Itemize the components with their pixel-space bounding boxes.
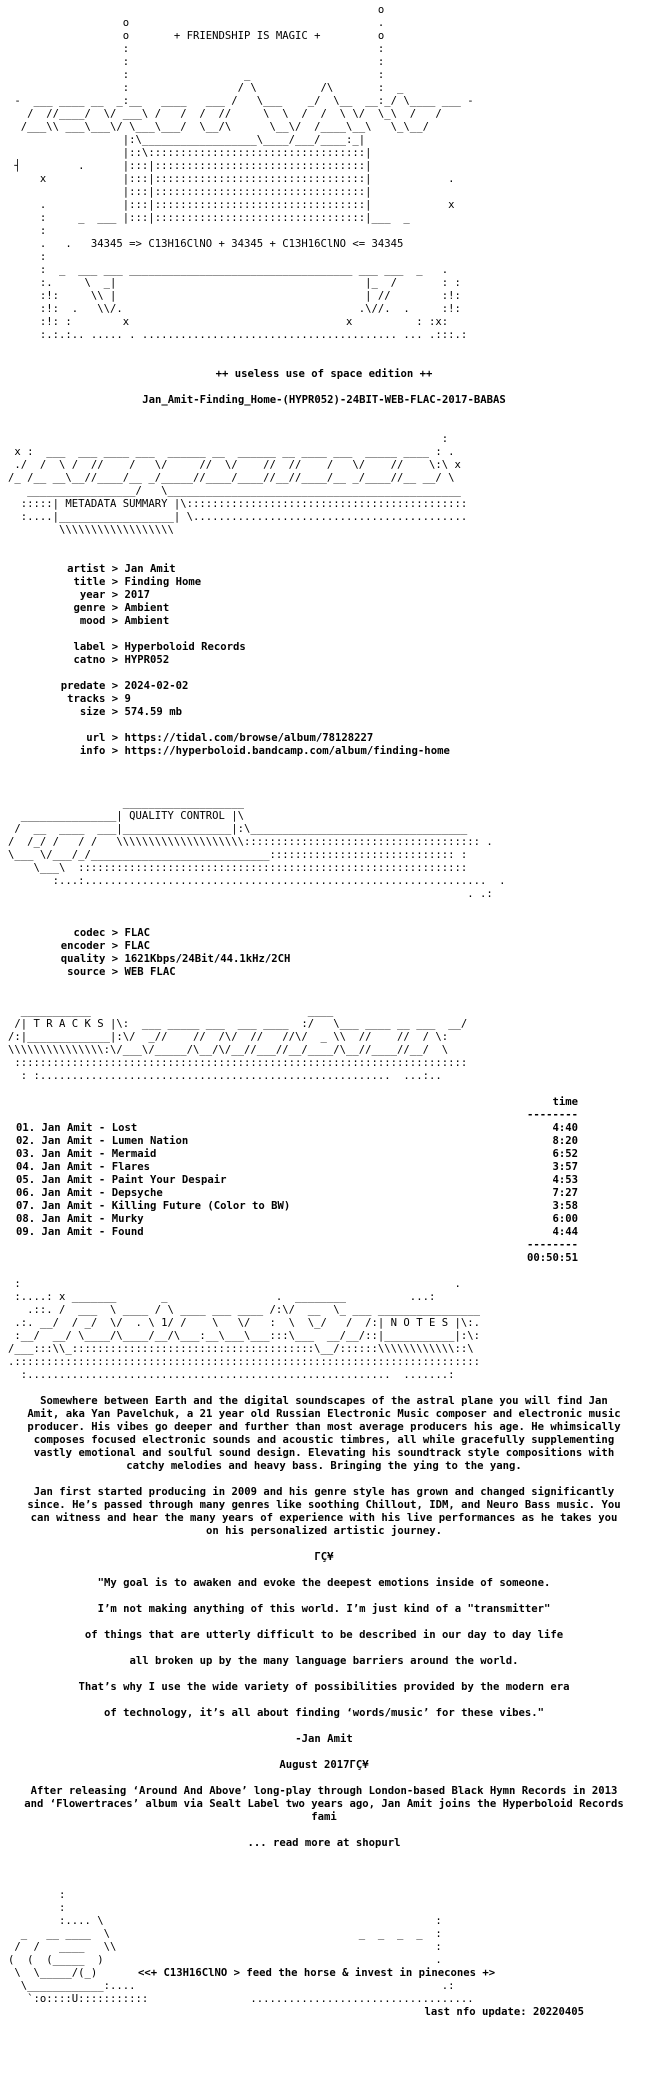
quality-quality: quality > 1621Kbps/24Bit/44.1kHz/2CH: [48, 953, 291, 965]
track-title: Jan Amit - Flares: [41, 1161, 150, 1173]
last-update: last nfo update: 20220405: [424, 2006, 584, 2018]
time-header: time: [552, 1096, 578, 1108]
quote-signature: -Jan Amit: [295, 1733, 353, 1745]
read-more-link[interactable]: ... read more at shopurl: [247, 1837, 401, 1849]
time-divider: --------: [526, 1109, 578, 1121]
meta-catno: catno > HYPR052: [48, 654, 170, 666]
meta-label: label > Hyperboloid Records: [48, 641, 246, 653]
meta-mood: mood > Ambient: [48, 615, 170, 627]
quote-line-6: of technology, it’s all about finding ‘w…: [103, 1707, 545, 1719]
track-row: 04. Jan Amit - Flares 3:57: [16, 1161, 578, 1174]
track-time: 4:53: [552, 1174, 578, 1186]
track-row: 03. Jan Amit - Mermaid 6:52: [16, 1148, 578, 1161]
quote-line-1: "My goal is to awaken and evoke the deep…: [97, 1577, 551, 1589]
meta-predate: predate > 2024-02-02: [48, 680, 189, 692]
meta-tracks: tracks > 9: [48, 693, 131, 705]
track-row: 09. Jan Amit - Found 4:44: [16, 1226, 578, 1239]
track-row: 08. Jan Amit - Murky 6:00: [16, 1213, 578, 1226]
track-title: Jan Amit - Found: [41, 1226, 144, 1238]
meta-info[interactable]: info > https://hyperboloid.bandcamp.com/…: [48, 745, 450, 757]
track-number: 02.: [16, 1135, 36, 1147]
track-title: Jan Amit - Murky: [41, 1213, 144, 1225]
track-row: 06. Jan Amit - Depsyche 7:27: [16, 1187, 578, 1200]
footer-ascii-art: : : :.... \ : _ __ ____ \ _ _ _ _ : / / …: [8, 1889, 474, 2005]
meta-artist: artist > Jan Amit: [48, 563, 176, 575]
track-number: 08.: [16, 1213, 36, 1225]
notes-paragraph-3: After releasing ‘Around And Above’ long-…: [24, 1785, 624, 1823]
edition-line: ++ useless use of space edition ++: [215, 368, 433, 380]
track-time: 4:44: [552, 1226, 578, 1238]
track-title: Jan Amit - Lumen Nation: [41, 1135, 189, 1147]
track-time: 3:58: [552, 1200, 578, 1212]
total-divider: --------: [526, 1239, 578, 1251]
quality-control-banner: ___________________ _______________| QUA…: [8, 797, 506, 900]
track-row: 07. Jan Amit - Killing Future (Color to …: [16, 1200, 578, 1213]
track-title: Jan Amit - Mermaid: [41, 1148, 157, 1160]
quality-encoder: encoder > FLAC: [48, 940, 151, 952]
footer-section: : : :.... \ : _ __ ____ \ _ _ _ _ : / / …: [8, 1889, 640, 2006]
notes-paragraph-2: Jan first started producing in 2009 and …: [27, 1486, 621, 1537]
track-number: 09.: [16, 1226, 36, 1238]
track-title: Jan Amit - Killing Future (Color to BW): [41, 1200, 291, 1212]
track-title: Jan Amit - Lost: [41, 1122, 138, 1134]
track-time: 8:20: [552, 1135, 578, 1147]
track-row: 05. Jan Amit - Paint Your Despair 4:53: [16, 1174, 578, 1187]
total-time: 00:50:51: [526, 1252, 578, 1264]
track-number: 06.: [16, 1187, 36, 1199]
meta-genre: genre > Ambient: [48, 602, 170, 614]
notes-paragraph-1: Somewhere between Earth and the digital …: [27, 1395, 621, 1472]
track-number: 01.: [16, 1122, 36, 1134]
track-title: Jan Amit - Paint Your Despair: [41, 1174, 227, 1186]
track-number: 05.: [16, 1174, 36, 1186]
quote-line-4: all broken up by the many language barri…: [129, 1655, 519, 1667]
notes-section: Somewhere between Earth and the digital …: [8, 1395, 640, 1850]
quote-date: August 2017ΓÇ¥: [279, 1759, 369, 1771]
release-name: Jan_Amit-Finding_Home-(HYPR052)-24BIT-WE…: [142, 394, 506, 406]
track-number: 04.: [16, 1161, 36, 1173]
quote-line-2: I’m not making anything of this world. I…: [97, 1603, 551, 1615]
quality-section: codec > FLAC encoder > FLAC quality > 16…: [8, 927, 640, 979]
track-time: 7:27: [552, 1187, 578, 1199]
meta-size: size > 574.59 mb: [48, 706, 182, 718]
track-number: 07.: [16, 1200, 36, 1212]
track-time: 6:00: [552, 1213, 578, 1225]
tracks-banner: ___________ ____ /| T R A C K S |\: ___ …: [8, 1005, 468, 1082]
quote-line-5: That’s why I use the wide variety of pos…: [78, 1681, 570, 1693]
footer-slogan: <<+ C13H16ClNO > feed the horse & invest…: [138, 1967, 496, 1980]
track-time: 6:52: [552, 1148, 578, 1160]
quality-codec: codec > FLAC: [48, 927, 151, 939]
track-row: 01. Jan Amit - Lost 4:40: [16, 1122, 578, 1135]
metadata-summary-banner: : x : ___ ___ ____ ___ ______ __ ______ …: [8, 433, 468, 536]
quality-source: source > WEB FLAC: [48, 966, 176, 978]
meta-title: title > Finding Home: [48, 576, 202, 588]
notes-separator: ΓÇ¥: [314, 1551, 334, 1563]
metadata-section: artist > Jan Amit title > Finding Home y…: [8, 563, 640, 758]
track-title: Jan Amit - Depsyche: [41, 1187, 163, 1199]
meta-url[interactable]: url > https://tidal.com/browse/album/781…: [48, 732, 374, 744]
track-time: 3:57: [552, 1161, 578, 1173]
notes-banner: : . :....: x _______ _ . ________ ...: .…: [8, 1278, 480, 1381]
header-ascii-art: o o . o + FRIENDSHIP IS MAGIC + o : :: [14, 4, 474, 341]
quote-line-3: of things that are utterly difficult to …: [84, 1629, 564, 1641]
track-number: 03.: [16, 1148, 36, 1160]
track-time: 4:40: [552, 1122, 578, 1134]
meta-year: year > 2017: [48, 589, 151, 601]
track-row: 02. Jan Amit - Lumen Nation 8:20: [16, 1135, 578, 1148]
